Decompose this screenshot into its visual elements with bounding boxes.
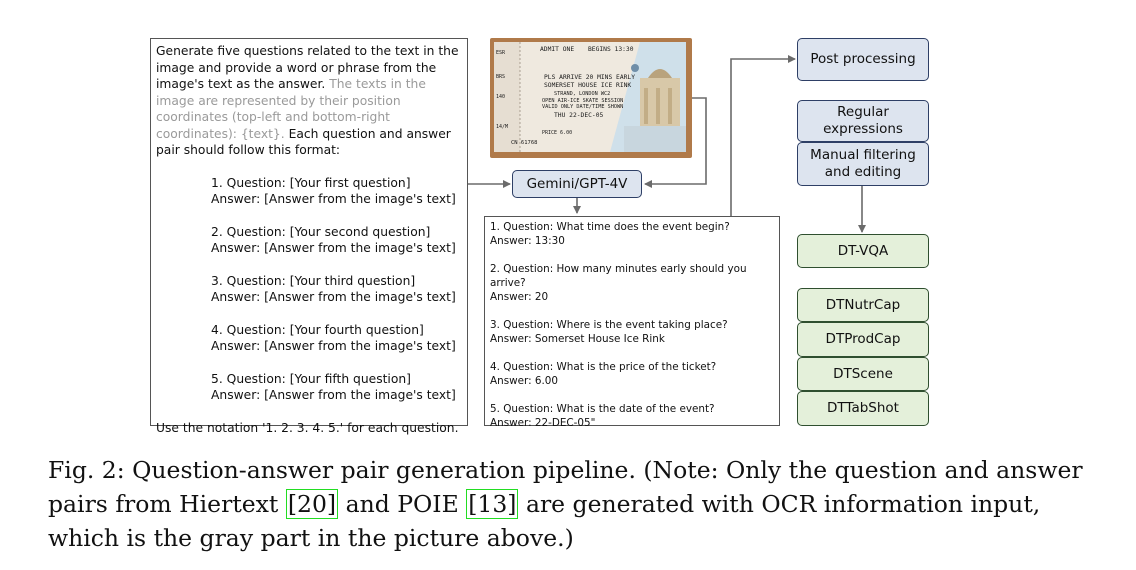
ticket-cn: CN 61768: [511, 140, 538, 146]
prompt-qa-template: 1. Question: [Your first question] Answe…: [156, 175, 462, 208]
prompt-qa-template: 2. Question: [Your second question] Answ…: [156, 224, 462, 257]
answer-value: Answer: 22-DEC-05": [490, 417, 596, 429]
ticket-date: THU 22-DEC-05: [554, 112, 603, 119]
ticket-stub-text: ESR: [496, 50, 506, 56]
answer-pair: 4. Question: What is the price of the ti…: [490, 360, 774, 388]
prompt-qa-template: 3. Question: [Your third question] Answe…: [156, 273, 462, 306]
ticket-line1: PLS ARRIVE 20 MINS EARLY: [544, 74, 635, 81]
arrow-image-to-model: [644, 97, 707, 188]
answer-question: 2. Question: How many minutes early shou…: [490, 263, 747, 289]
answer-pair: 3. Question: Where is the event taking p…: [490, 318, 774, 346]
ticket-line5: VALID ONLY DATE/TIME SHOWN: [542, 104, 623, 110]
prompt-footer: Use the notation '1. 2. 3. 4. 5.' for ea…: [156, 420, 459, 435]
ticket-line2: SOMERSET HOUSE ICE RINK: [544, 82, 631, 89]
ticket-price: PRICE 6.00: [542, 130, 572, 136]
citation-link[interactable]: [13]: [466, 489, 519, 519]
figure-caption: Fig. 2: Question-answer pair generation …: [48, 453, 1108, 555]
answer-value: Answer: 13:30: [490, 235, 565, 247]
manual-filtering-node: Manual filtering and editing: [797, 142, 929, 186]
prompt-text-box: Generate five questions related to the t…: [150, 38, 468, 435]
ticket-begins: BEGINS 13:30: [588, 46, 634, 53]
dataset-node: DT-VQA: [797, 234, 929, 268]
prompt-answer: Answer: [Answer from the image's text]: [211, 388, 456, 402]
answer-value: Answer: 6.00: [490, 375, 559, 387]
answer-value: Answer: Somerset House Ice Rink: [490, 333, 665, 345]
regular-expressions-node: Regular expressions: [797, 100, 929, 142]
prompt-qa-template: 4. Question: [Your fourth question] Answ…: [156, 322, 462, 355]
dataset-node: DTProdCap: [797, 322, 929, 357]
dataset-node: DTScene: [797, 357, 929, 391]
caption-text: and POIE: [338, 490, 467, 518]
ticket-photo: ESR BRS 140 14/M ADMIT ONE BEGINS 13:30 …: [490, 38, 692, 158]
answer-question: 1. Question: What time does the event be…: [490, 221, 730, 233]
prompt-answer: Answer: [Answer from the image's text]: [211, 290, 456, 304]
model-node: Gemini/GPT-4V: [512, 170, 642, 198]
prompt-ocr-gray-text: The texts in the image are represented b…: [156, 77, 426, 141]
caption-text: Question-answer pair generation pipeline…: [48, 456, 1083, 518]
prompt-answer: Answer: [Answer from the image's text]: [211, 241, 456, 255]
answer-value: Answer: 20: [490, 291, 549, 303]
answer-pair: 2. Question: How many minutes early shou…: [490, 262, 774, 304]
prompt-answer: Answer: [Answer from the image's text]: [211, 192, 456, 206]
caption-text: are generated with OCR information input…: [48, 490, 1041, 552]
prompt-question: 4. Question: [Your fourth question]: [211, 322, 424, 337]
ticket-admit: ADMIT ONE: [540, 46, 574, 53]
prompt-intro-format: Each question and answer pair should fol…: [156, 126, 451, 158]
ticket-stub-text: BRS: [496, 74, 505, 80]
ticket-stub-text: 14/M: [496, 124, 508, 130]
answer-question: 5. Question: What is the date of the eve…: [490, 403, 715, 415]
prompt-question: 5. Question: [Your fifth question]: [211, 371, 411, 386]
prompt-answer: Answer: [Answer from the image's text]: [211, 339, 456, 353]
prompt-question: 3. Question: [Your third question]: [211, 273, 416, 288]
dataset-node: DTNutrCap: [797, 288, 929, 322]
ticket-line4: OPEN AIR-ICE SKATE SESSION: [542, 98, 623, 104]
citation-link[interactable]: [20]: [285, 489, 339, 519]
caption-label: Fig. 2:: [48, 456, 125, 484]
answer-pair: 1. Question: What time does the event be…: [490, 220, 774, 248]
answer-question: 3. Question: Where is the event taking p…: [490, 319, 728, 331]
answers-text-box: 1. Question: What time does the event be…: [484, 216, 780, 429]
arrow-answers-to-postprocessing: [730, 55, 796, 216]
ticket-line3: STRAND, LONDON WC2: [554, 91, 610, 97]
prompt-intro-dark: Generate five questions related to the t…: [156, 44, 459, 91]
ticket-stub-text: 140: [496, 94, 505, 100]
prompt-question: 2. Question: [Your second question]: [211, 224, 431, 239]
answer-pair: 5. Question: What is the date of the eve…: [490, 402, 774, 430]
prompt-qa-template: 5. Question: [Your fifth question] Answe…: [156, 371, 462, 404]
post-processing-node: Post processing: [797, 38, 929, 81]
dataset-node: DTTabShot: [797, 391, 929, 426]
ticket-image: ESR BRS 140 14/M ADMIT ONE BEGINS 13:30 …: [490, 38, 692, 158]
prompt-question: 1. Question: [Your first question]: [211, 175, 411, 190]
answer-question: 4. Question: What is the price of the ti…: [490, 361, 717, 373]
prompt-intro: Generate five questions related to the t…: [156, 43, 462, 159]
